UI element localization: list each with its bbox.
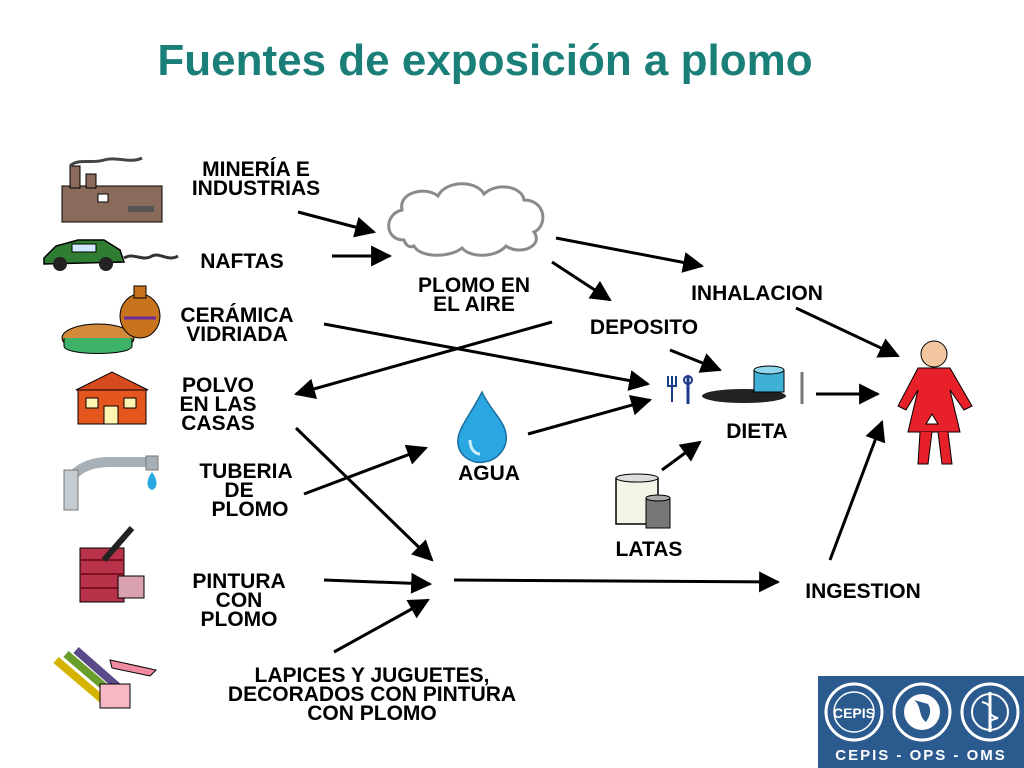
label-deposito: DEPOSITO	[589, 316, 699, 339]
label-line: CASAS	[181, 412, 255, 435]
arrow-ceramica-to-dieta	[323, 322, 651, 391]
cepis-ops-oms-logo: CEPIS CEPIS - OPS - OMS	[818, 676, 1024, 768]
label-naftas: NAFTAS	[188, 250, 296, 273]
house-icon	[75, 371, 149, 425]
label-mineria: MINERÍA E INDUSTRIAS	[178, 158, 334, 200]
label-line: VIDRIADA	[186, 323, 288, 346]
label-line: INDUSTRIAS	[191, 177, 321, 200]
factory-icon	[61, 156, 163, 223]
paint-can-icon	[79, 526, 145, 603]
label-line: CON PLOMO	[307, 702, 437, 725]
label-dieta: DIETA	[726, 420, 788, 443]
label-line: PINTURA	[192, 570, 286, 593]
label-line: TUBERIA	[199, 460, 293, 483]
arrow-deposito-to-polvo	[293, 320, 553, 399]
arrow-pintura-to-ingestion	[323, 572, 433, 594]
arrow-mineria-to-air	[297, 210, 377, 238]
pencils-toys-icon	[53, 646, 158, 710]
label-line: EL AIRE	[433, 293, 515, 316]
label-line: POLVO	[182, 374, 254, 397]
food-cans-icon	[615, 473, 671, 529]
label-line: PLOMO EN	[417, 274, 530, 297]
label-latas: LATAS	[615, 538, 683, 561]
ceramic-icon	[61, 285, 161, 354]
logo-caption: CEPIS - OPS - OMS	[835, 747, 1007, 764]
label-line: DE	[224, 479, 254, 502]
arrow-deposito-to-dieta	[669, 348, 722, 373]
water-drop-icon	[457, 390, 507, 464]
label-line: PLOMO	[211, 498, 289, 521]
ops-emblem-icon	[892, 682, 952, 742]
slide-title: Fuentes de exposición a plomo	[157, 36, 813, 85]
car-icon	[43, 239, 179, 271]
label-line: CON	[215, 589, 263, 612]
arrow-air-to-inhalacion	[555, 236, 705, 273]
arrow-to-ingestion	[453, 571, 781, 593]
logo-emblems: CEPIS	[824, 682, 1020, 742]
arrow-lapices-to-ingestion	[333, 598, 430, 654]
arrow-air-to-deposito	[551, 260, 612, 302]
label-line: DECORADOS CON PINTURA	[227, 683, 517, 706]
air-cloud-icon	[387, 182, 545, 257]
arrow-latas-to-dieta	[661, 440, 702, 472]
label-tuberia: TUBERIA DE PLOMO	[186, 460, 306, 521]
label-ceramica: CERÁMICA VIDRIADA	[166, 304, 308, 346]
label-lapices: LAPICES Y JUGUETES, DECORADOS CON PINTUR…	[184, 664, 560, 725]
arrow-tuberia-to-agua	[303, 444, 428, 496]
arrow-agua-to-dieta	[527, 394, 653, 436]
label-polvo: POLVO EN LAS CASAS	[168, 374, 268, 435]
arrow-inhalacion-to-person	[795, 306, 900, 358]
label-plomo-aire: PLOMO EN EL AIRE	[398, 274, 550, 316]
label-line: EN LAS	[179, 393, 257, 416]
cepis-emblem-icon: CEPIS	[824, 682, 884, 742]
label-line: CERÁMICA	[180, 304, 294, 327]
flow-arrows	[293, 210, 900, 654]
label-agua: AGUA	[458, 462, 520, 485]
label-line: LAPICES Y JUGUETES,	[254, 664, 490, 687]
arrow-ingestion-to-person	[828, 420, 886, 561]
arrow-polvo-to-ingestion	[294, 426, 434, 562]
label-line: NAFTAS	[200, 250, 284, 273]
svg-text:CEPIS: CEPIS	[833, 705, 875, 721]
label-inhalacion: INHALACION	[691, 282, 823, 305]
label-line: MINERÍA E	[202, 158, 310, 181]
person-icon	[897, 340, 973, 465]
dish-utensils-icon	[667, 365, 804, 404]
oms-emblem-icon	[960, 682, 1020, 742]
label-pintura: PINTURA CON PLOMO	[176, 570, 302, 631]
pipe-icon	[63, 455, 159, 511]
label-ingestion: INGESTION	[805, 580, 921, 603]
label-line: PLOMO	[200, 608, 278, 631]
